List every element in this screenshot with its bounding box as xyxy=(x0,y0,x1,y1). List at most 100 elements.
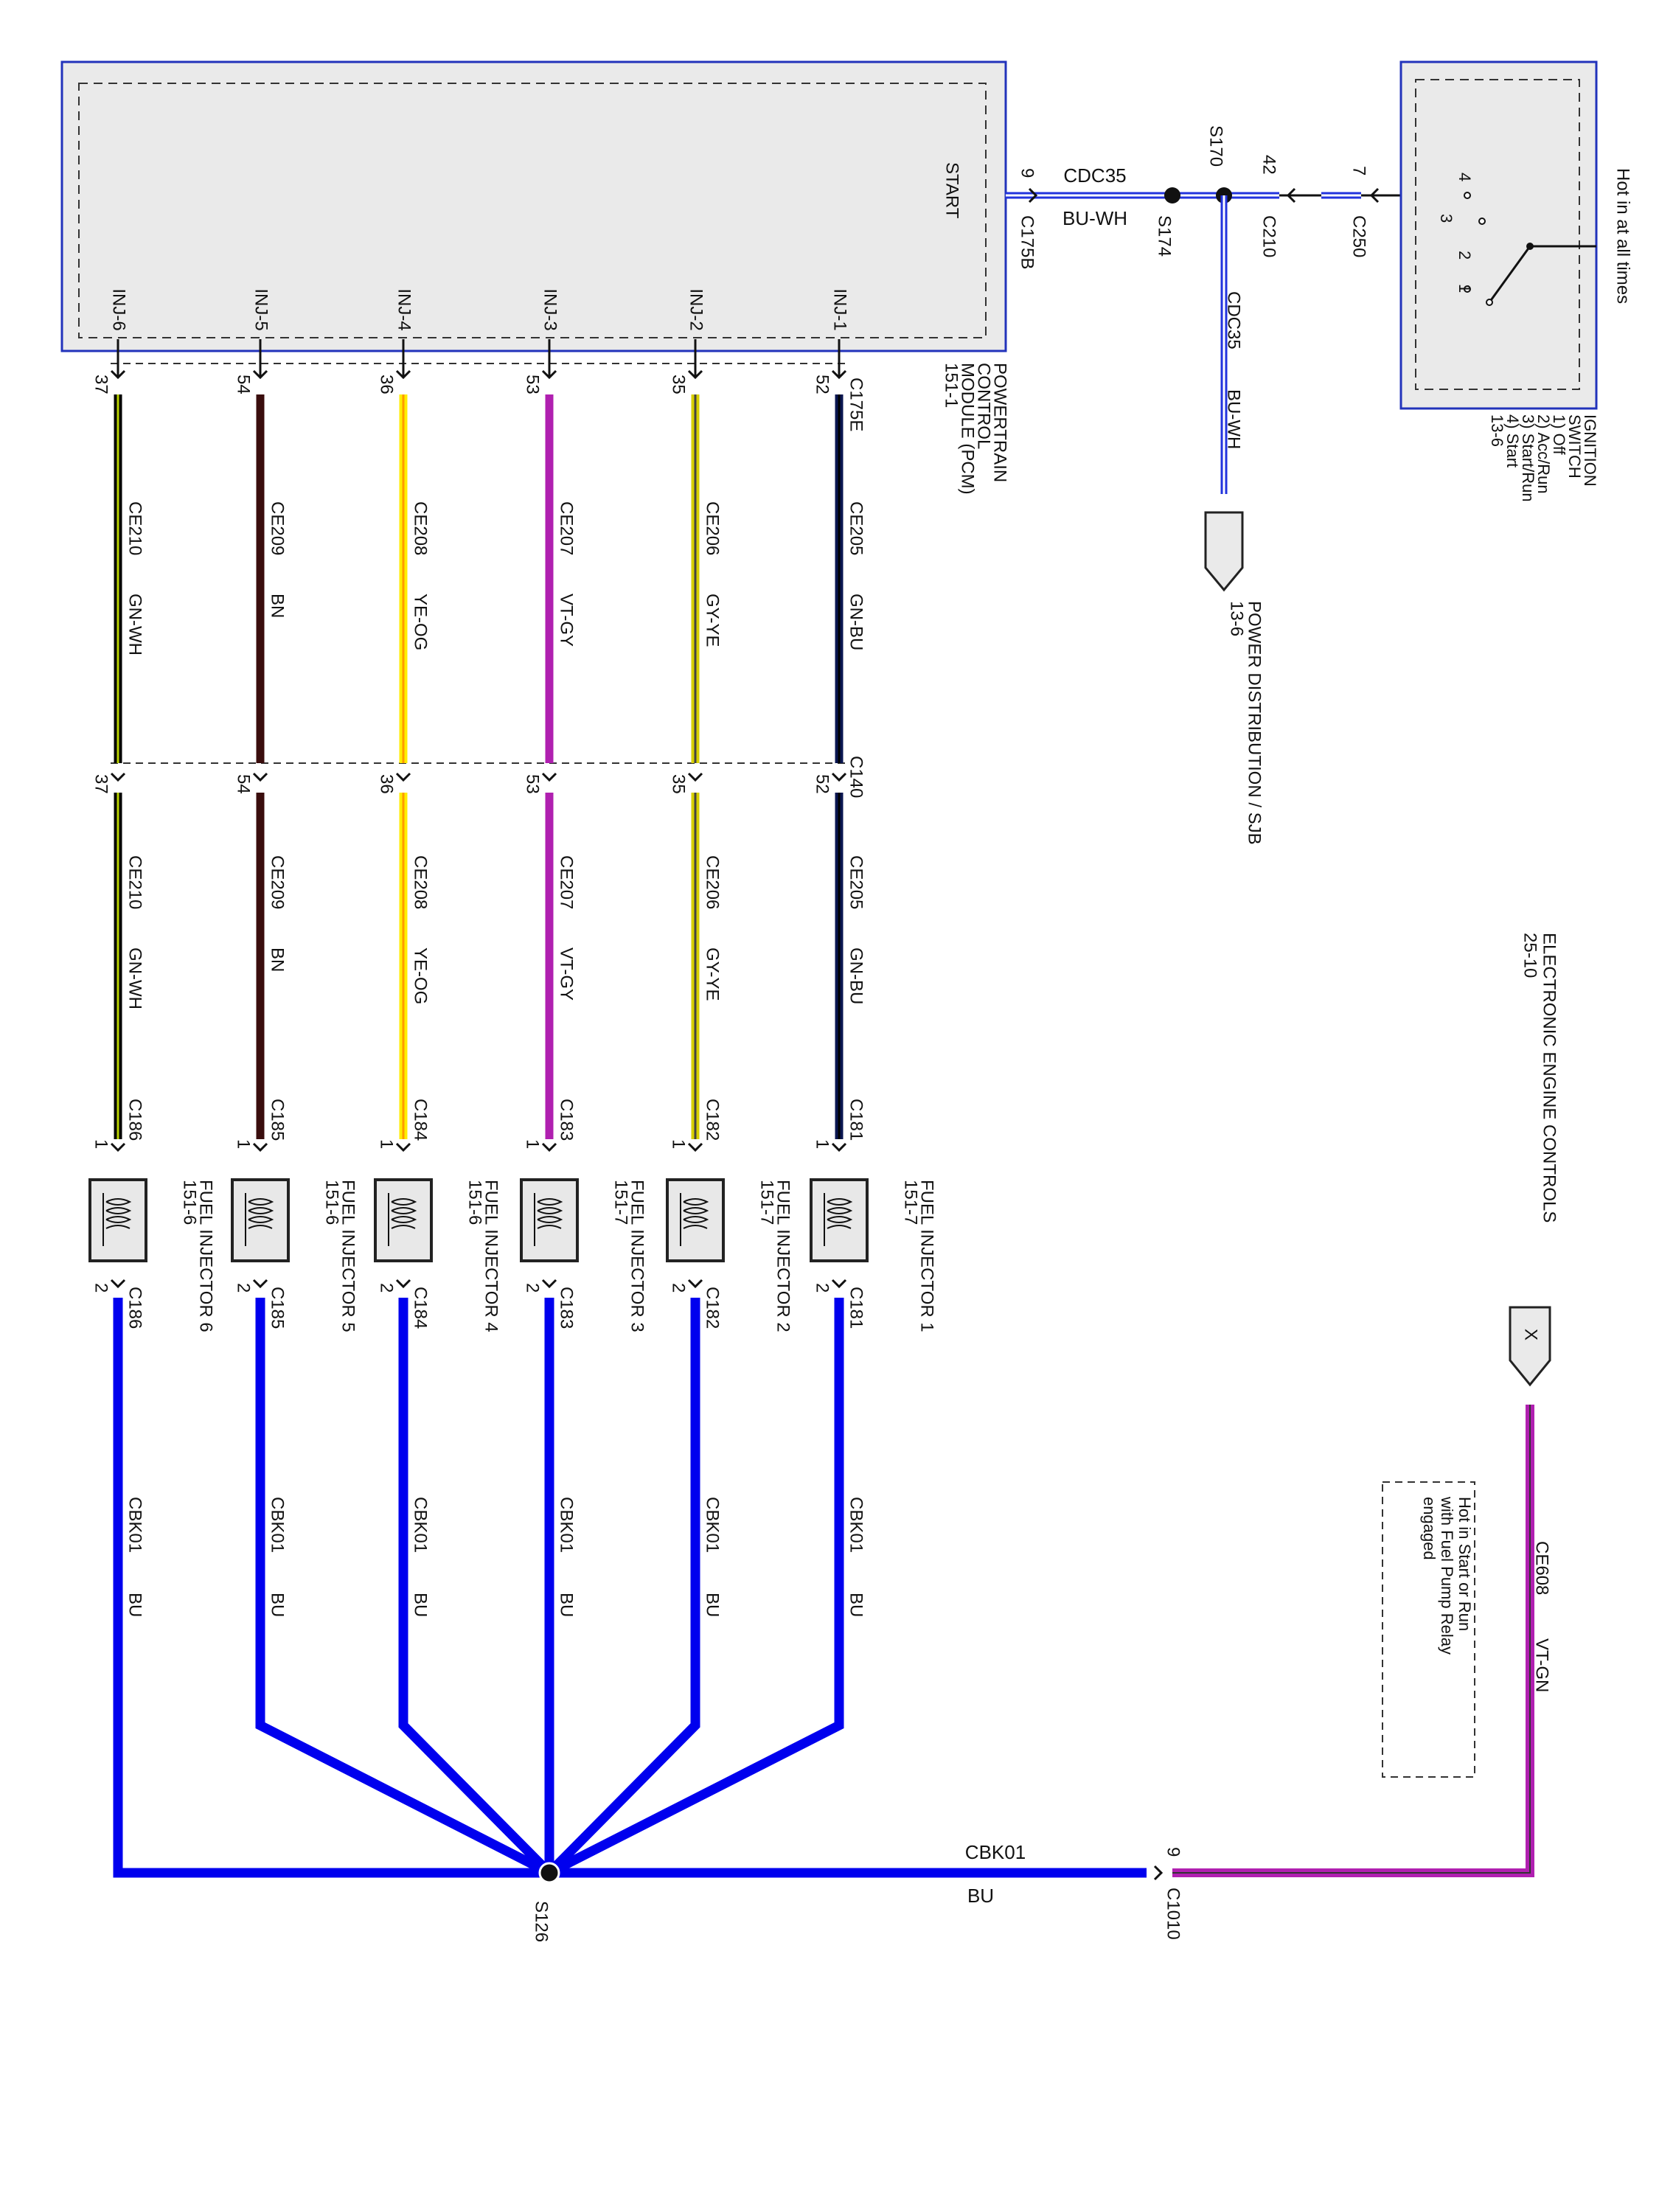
ignition-contact-dot xyxy=(1464,192,1471,199)
injector-bottom-connector-icon xyxy=(541,1279,557,1289)
s126-splice-dot xyxy=(538,1862,560,1884)
pcm-inj-pin-label: INJ-4 xyxy=(394,288,414,330)
ignition-name-line: 1) Off xyxy=(1550,414,1568,456)
injector-ground-circuit-label: CBK01 xyxy=(703,1497,723,1553)
injector-top-connector-icon xyxy=(252,1142,268,1152)
fuel-injector-body xyxy=(231,1178,290,1262)
ignition-position-4: 4 xyxy=(1455,173,1474,181)
fuel-injector-ref: 151-7 xyxy=(611,1180,631,1225)
injector-top-connector-label: C182 xyxy=(703,1099,723,1141)
c140-pin-number: 52 xyxy=(813,774,832,794)
injector-color-label-lower: GN-WH xyxy=(125,947,145,1009)
injector-color-label-upper: YE-OG xyxy=(411,594,431,650)
ce608-circuit-label: CE608 xyxy=(1532,1541,1552,1595)
injector-color-label-upper: GN-WH xyxy=(125,594,145,655)
pcm-start-pin-label: START xyxy=(942,162,962,219)
c140-pin-number: 53 xyxy=(523,774,543,794)
s170-label: S170 xyxy=(1206,125,1226,167)
injector-color-label-upper: BN xyxy=(268,594,288,618)
c140-pin-number: 35 xyxy=(669,774,689,794)
injector-bottom-connector-label: C181 xyxy=(846,1287,866,1329)
injector-top-pin-number: 1 xyxy=(669,1139,689,1149)
injector-bottom-connector-label: C182 xyxy=(703,1287,723,1329)
c1010-pin-number: 9 xyxy=(1164,1847,1183,1857)
fuel-injector-body xyxy=(666,1178,725,1262)
pcm-inj-pin-label: INJ-2 xyxy=(686,288,706,330)
pcm-connector-icon xyxy=(687,369,703,380)
c140-connector-icon xyxy=(687,772,703,782)
injector-coil-icon xyxy=(683,1198,709,1229)
injector-bottom-connector-icon xyxy=(687,1279,703,1289)
injector-color-label-upper: VT-GY xyxy=(557,594,577,647)
pcm-module-box xyxy=(60,60,1007,352)
pcm-module-inner-dashed xyxy=(78,83,987,338)
injector-top-connector-icon xyxy=(541,1142,557,1152)
injector-bottom-pin-number: 2 xyxy=(377,1283,397,1293)
ignition-position-3: 3 xyxy=(1437,214,1455,223)
injector-color-label-lower: VT-GY xyxy=(557,947,577,1001)
ignition-position-2: 2 xyxy=(1455,251,1474,260)
injector-coil-icon xyxy=(105,1198,132,1229)
injector-color-label-upper: GN-BU xyxy=(846,594,866,650)
ignition-pivot-dot xyxy=(1526,243,1534,250)
injector-ground-circuit-label: CBK01 xyxy=(411,1497,431,1553)
eec-note-dashed-box xyxy=(1382,1481,1475,1778)
injector-top-pin-number: 1 xyxy=(377,1139,397,1149)
injector-circuit-label-upper: CE210 xyxy=(125,501,145,555)
ignition-switch-inner-dashed xyxy=(1415,79,1580,390)
fuel-injector-ref: 151-7 xyxy=(757,1180,777,1225)
pcm-connector-icon xyxy=(395,369,411,380)
c175b-pin-number: 9 xyxy=(1018,168,1037,178)
ignition-name-line: 13-6 xyxy=(1488,414,1506,447)
injector-color-label-upper: GY-YE xyxy=(703,594,723,647)
injector-top-connector-icon xyxy=(110,1142,126,1152)
pcm-name-line: CONTROL xyxy=(974,363,994,449)
injector-bottom-connector-icon xyxy=(252,1279,268,1289)
injector-bottom-pin-number: 2 xyxy=(234,1283,254,1293)
pcm-pin-number: 54 xyxy=(234,375,254,394)
injector-circuit-label-lower: CE207 xyxy=(557,855,577,909)
c175e-label: C175E xyxy=(846,378,866,431)
injector-ground-color-label: BU xyxy=(846,1593,866,1617)
injector-top-connector-label: C185 xyxy=(268,1099,288,1141)
injector-coil-icon xyxy=(391,1198,417,1229)
eec-note-line: engaged xyxy=(1420,1497,1439,1560)
pcm-name-line: POWERTRAIN xyxy=(990,363,1010,482)
c1010-connector-icon xyxy=(1153,1865,1164,1881)
injector-color-label-lower: GY-YE xyxy=(703,947,723,1001)
ignition-name-line: 2) Acc/Run xyxy=(1534,414,1553,494)
fuel-injector-ref: 151-6 xyxy=(465,1180,485,1225)
injector-circuit-label-lower: CE210 xyxy=(125,855,145,909)
pcm-name-line: 151-1 xyxy=(942,363,961,408)
injector-ground-circuit-label: CBK01 xyxy=(846,1497,866,1553)
fuel-injector-name: FUEL INJECTOR 4 xyxy=(481,1180,501,1332)
injector-top-connector-label: C186 xyxy=(125,1099,145,1141)
c140-pin-number: 36 xyxy=(377,774,397,794)
ce608-wire xyxy=(1172,1405,1534,1877)
fuel-injector-name: FUEL INJECTOR 2 xyxy=(773,1180,793,1332)
pcm-pin-number: 52 xyxy=(813,375,832,394)
injector-bottom-connector-label: C186 xyxy=(125,1287,145,1329)
ignition-switch-box xyxy=(1399,60,1598,410)
ce608-color-label: VT-GN xyxy=(1532,1638,1552,1692)
injector-circuit-label-upper: CE207 xyxy=(557,501,577,555)
injector-top-pin-number: 1 xyxy=(234,1139,254,1149)
c140-connector-icon xyxy=(395,772,411,782)
c175b-connector-icon xyxy=(1028,187,1038,204)
injector-circuit-label-upper: CE206 xyxy=(703,501,723,555)
injector-bottom-pin-number: 2 xyxy=(813,1283,832,1293)
injector-circuit-label-lower: CE206 xyxy=(703,855,723,909)
injector-top-connector-label: C181 xyxy=(846,1099,866,1141)
pcm-inj-pin-label: INJ-1 xyxy=(830,288,850,330)
pcm-name-line: MODULE (PCM) xyxy=(958,363,978,495)
injector-bottom-connector-label: C184 xyxy=(411,1287,431,1329)
fuel-injector-ref: 151-6 xyxy=(180,1180,200,1225)
power-distribution-flag xyxy=(1204,511,1244,592)
c140-pin-number: 54 xyxy=(234,774,254,794)
injector-bottom-pin-number: 2 xyxy=(669,1283,689,1293)
pcm-connector-icon xyxy=(110,369,126,380)
injector-ground-circuit-label: CBK01 xyxy=(557,1497,577,1553)
fuel-injector-body xyxy=(520,1178,579,1262)
fuel-injector-body xyxy=(810,1178,869,1262)
c140-connector-icon xyxy=(831,772,847,782)
